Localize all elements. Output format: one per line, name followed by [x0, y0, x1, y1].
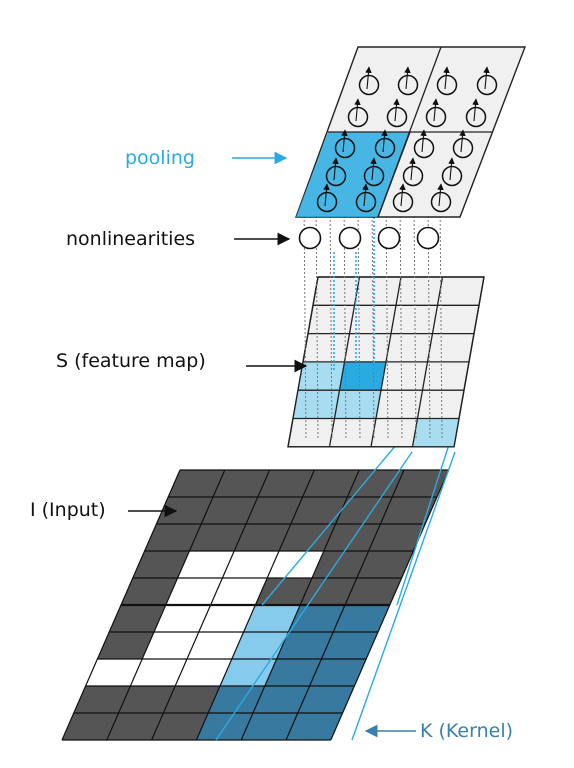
pool-highlight — [296, 132, 410, 217]
input-cell-white — [165, 578, 223, 605]
feature-cell-light — [293, 390, 340, 419]
pool-neuron — [358, 74, 380, 96]
dotted-connector — [371, 199, 375, 441]
pool-neuron — [325, 165, 347, 187]
kernel-projection-line — [261, 425, 413, 606]
pool-neuron-arrow — [404, 66, 411, 90]
input-cell-white — [210, 578, 268, 605]
pool-neuron-arrow — [354, 98, 361, 122]
pool-neuron-arrow — [381, 129, 388, 153]
input-plane — [61, 469, 450, 741]
input-cell-white — [222, 551, 279, 578]
pool-neuron-arrow — [393, 98, 400, 122]
input-cell-white — [154, 605, 211, 632]
pool-neuron-arrow — [420, 129, 427, 153]
pool-neuron-arrow — [448, 157, 455, 181]
pool-neuron-arrow — [483, 66, 490, 90]
input-cell-white — [130, 659, 187, 686]
pool-neuron-arrow — [399, 183, 406, 207]
nonlinearities-label: nonlinearities — [66, 228, 195, 250]
kernel-projection-line — [351, 451, 456, 741]
nonlinearity-neurons — [298, 226, 440, 250]
pool-neuron — [476, 74, 498, 96]
dotted-connector — [399, 199, 403, 441]
nonlinearity-neuron — [416, 226, 440, 250]
feature-cell-light — [298, 361, 345, 391]
pool-neuron — [386, 106, 408, 128]
feature-map-plane — [287, 276, 485, 448]
pool-neuron — [425, 106, 447, 128]
feature-map-label: S (feature map) — [56, 350, 206, 372]
pool-neuron — [397, 74, 419, 96]
input-cell-white — [175, 659, 232, 686]
dotted-connector — [439, 199, 443, 441]
pool-neuron-arrow — [332, 157, 339, 181]
input-cell-white — [177, 551, 235, 578]
pool-neuron-arrow — [323, 183, 330, 207]
pool-neuron-arrow — [341, 129, 348, 153]
nonlinearity-neuron — [298, 226, 322, 250]
pool-neuron-arrow — [365, 66, 372, 90]
nonlinearity-neuron — [377, 226, 401, 250]
pool-neuron — [374, 137, 396, 159]
kernel-projection-lines — [215, 425, 456, 741]
pool-neuron — [402, 165, 424, 187]
pool-neuron-arrow — [362, 183, 369, 207]
input-cell-white — [198, 605, 256, 632]
input-cell-white — [187, 632, 244, 659]
kernel-highlight — [220, 605, 301, 686]
feature-cell-kernel-output — [412, 418, 459, 447]
pool-neuron — [441, 165, 463, 187]
pool-neuron — [452, 137, 474, 159]
kernel-projection-line — [215, 451, 413, 741]
pool-neuron-arrow — [437, 183, 444, 207]
pool-neuron-arrow — [472, 98, 479, 122]
pool-neuron — [347, 106, 369, 128]
pooling-label: pooling — [125, 147, 195, 169]
kernel-projection-line — [396, 425, 456, 606]
pool-neuron — [392, 191, 414, 213]
pool-neuron — [363, 165, 385, 187]
pool-neuron — [465, 106, 487, 128]
input-cell-white — [85, 659, 143, 686]
pool-neuron — [355, 191, 377, 213]
pool-divider — [377, 131, 411, 218]
input-label: I (Input) — [30, 499, 106, 521]
kernel-label: K (Kernel) — [420, 720, 513, 742]
dotted-connector — [329, 199, 333, 441]
nonlinearity-neuron — [338, 226, 362, 250]
pool-neuron — [430, 191, 452, 213]
pooling-plane — [294, 46, 527, 218]
pool-neuron — [413, 137, 435, 159]
feature-cell-dark — [339, 361, 386, 391]
pool-neuron-arrow — [459, 129, 466, 153]
pool-neuron-arrow — [443, 66, 450, 90]
pool-neuron-arrow — [432, 98, 439, 122]
dotted-connector — [413, 199, 417, 441]
pool-neuron — [334, 137, 356, 159]
input-cell-white — [142, 632, 199, 659]
pool-neuron-arrow — [409, 157, 416, 181]
pool-neuron — [316, 191, 338, 213]
pool-neuron-arrow — [370, 157, 377, 181]
pool-neuron — [436, 74, 458, 96]
